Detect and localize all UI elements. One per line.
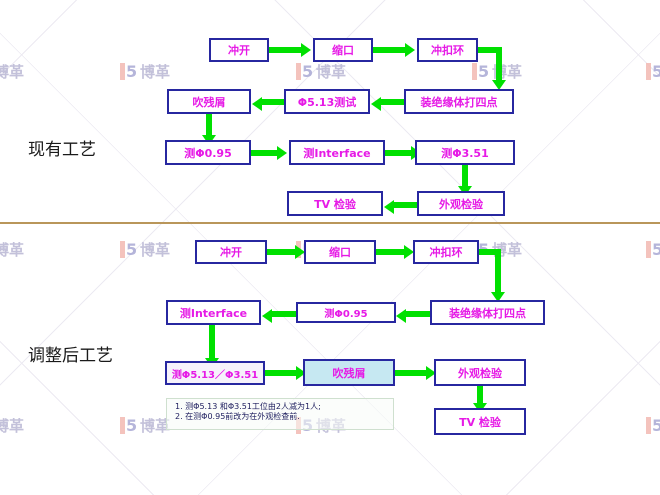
- section-divider: [0, 222, 660, 224]
- connector-cur-9: [393, 202, 417, 208]
- watermark-text: 博革: [0, 63, 25, 81]
- arrowhead-cur-2: [405, 43, 415, 57]
- watermark: 5 博革: [646, 415, 660, 436]
- section-label-current: 现有工艺: [28, 140, 96, 160]
- boge-logo-icon: 5: [646, 241, 660, 258]
- boge-logo-icon: 5: [120, 241, 137, 258]
- watermark: 5 博革: [646, 239, 660, 260]
- node-new-chuicanxie[interactable]: 吹残屑: [303, 359, 395, 386]
- node-new-chongkai[interactable]: 冲开: [195, 240, 267, 264]
- connector-cur-2: [373, 47, 406, 53]
- connector-new-8: [477, 386, 483, 404]
- connector-cur-elbow-v: [496, 47, 502, 81]
- watermark: 5 博革: [296, 61, 346, 82]
- watermark: 5 博革: [0, 415, 24, 436]
- node-new-zhuang[interactable]: 装绝缘体打四点: [430, 300, 545, 325]
- watermark-text: 博革: [140, 241, 171, 259]
- boge-logo-icon: 5: [646, 417, 660, 434]
- node-cur-tv[interactable]: TV 检验: [287, 191, 383, 216]
- connector-new-5: [209, 325, 215, 359]
- connector-new-4: [271, 311, 296, 317]
- connector-new-6: [265, 370, 297, 376]
- connector-cur-1: [269, 47, 302, 53]
- node-cur-chongkou[interactable]: 冲扣环: [417, 38, 478, 62]
- note-line-1: 1. 测Φ5.13 和Φ3.51工位由2人减为1人;: [175, 402, 321, 411]
- boge-logo-icon: 5: [472, 63, 489, 80]
- boge-logo-icon: 5: [120, 63, 137, 80]
- connector-cur-6: [251, 150, 278, 156]
- boge-logo-icon: 5: [296, 63, 313, 80]
- node-cur-chuicanxie[interactable]: 吹残屑: [167, 89, 251, 114]
- watermark: 5 博革: [120, 61, 170, 82]
- node-new-chongkou[interactable]: 冲扣环: [413, 240, 479, 264]
- connector-cur-4: [261, 99, 284, 105]
- arrowhead-cur-1: [301, 43, 311, 57]
- watermark-text: 博革: [316, 63, 347, 81]
- node-cur-waiguan[interactable]: 外观检验: [417, 191, 505, 216]
- watermark: 5 博革: [0, 239, 24, 260]
- node-new-interface[interactable]: 测Interface: [166, 300, 261, 325]
- watermark: 5 博革: [120, 239, 170, 260]
- connector-cur-8: [462, 165, 468, 187]
- connector-new-1: [267, 249, 296, 255]
- section-label-adjusted: 调整后工艺: [28, 346, 113, 366]
- connector-cur-7: [385, 150, 412, 156]
- node-cur-chongkai[interactable]: 冲开: [209, 38, 269, 62]
- node-cur-ceshi513[interactable]: Φ5.13测试: [284, 89, 370, 114]
- connector-new-3: [405, 311, 430, 317]
- boge-logo-icon: 5: [646, 63, 660, 80]
- watermark-text: 博革: [0, 417, 25, 435]
- watermark: 5 博革: [120, 415, 170, 436]
- arrowhead-cur-6: [277, 146, 287, 160]
- node-new-waiguan[interactable]: 外观检验: [434, 359, 526, 386]
- node-cur-suokou[interactable]: 缩口: [313, 38, 373, 62]
- node-new-ce095[interactable]: 测Φ0.95: [296, 302, 396, 323]
- connector-cur-3: [380, 99, 404, 105]
- watermark: 5 博革: [0, 61, 24, 82]
- watermark-text: 博革: [0, 241, 25, 259]
- connector-new-7: [395, 370, 427, 376]
- watermark: 5 博革: [646, 61, 660, 82]
- node-cur-ce095[interactable]: 测Φ0.95: [165, 140, 251, 165]
- connector-cur-5: [206, 114, 212, 136]
- node-new-ce513351[interactable]: 测Φ5.13／Φ3.51: [165, 361, 265, 385]
- watermark-text: 博革: [140, 63, 171, 81]
- node-cur-interface[interactable]: 测Interface: [289, 140, 385, 165]
- note-line-2: 2. 在测Φ0.95前改为在外观检查前.: [175, 412, 300, 421]
- node-cur-zhuang[interactable]: 装绝缘体打四点: [404, 89, 514, 114]
- node-cur-ce351[interactable]: 测Φ3.51: [415, 140, 515, 165]
- connector-new-2: [376, 249, 405, 255]
- node-new-tv[interactable]: TV 检验: [434, 408, 526, 435]
- connector-new-elbow-v: [495, 249, 501, 293]
- note-box: 1. 测Φ5.13 和Φ3.51工位由2人减为1人; 2. 在测Φ0.95前改为…: [166, 398, 394, 430]
- boge-logo-icon: 5: [120, 417, 137, 434]
- node-new-suokou[interactable]: 缩口: [304, 240, 376, 264]
